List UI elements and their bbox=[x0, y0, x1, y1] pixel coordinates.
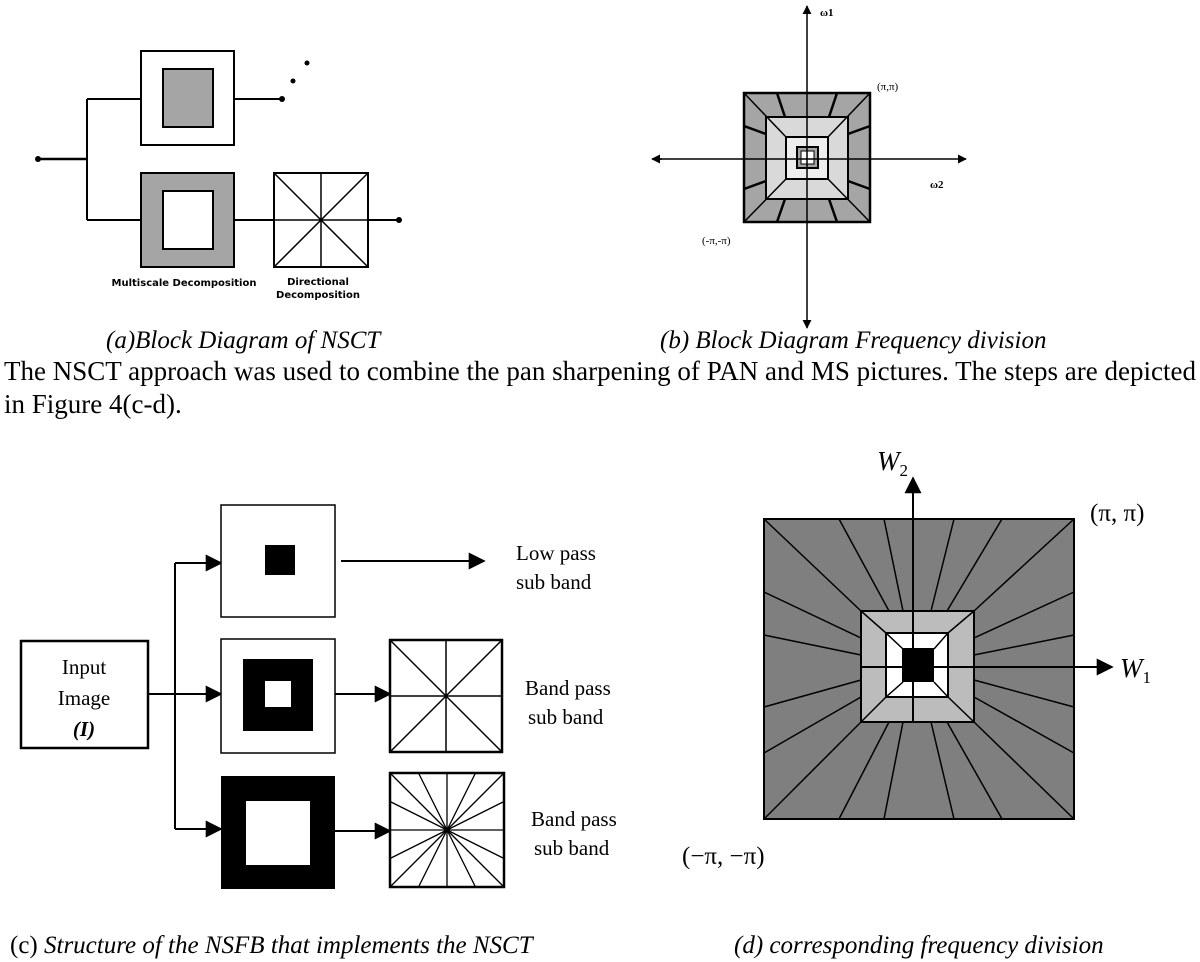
diagram-a: Multiscale Decomposition Directional Dec… bbox=[35, 50, 402, 354]
input-label-1: Input bbox=[62, 655, 106, 679]
directional-box bbox=[273, 172, 369, 268]
input-label-3: (I) bbox=[73, 717, 95, 741]
diagram-b: ω1 ω2 (π,π) (-π,-π) (b) Block Diagram Fr… bbox=[651, 5, 1046, 354]
upper-filter-inner bbox=[162, 68, 214, 128]
directional-filter-16 bbox=[388, 771, 506, 889]
caption-c-prefix: (c) bbox=[10, 932, 44, 959]
axis-label-w2-base: W bbox=[877, 446, 902, 476]
bandpass-filter-hole-1 bbox=[265, 681, 291, 707]
continuation-dot-2 bbox=[290, 78, 296, 84]
axis-label-w1: W1 bbox=[1120, 653, 1151, 687]
directional-label-1: Directional bbox=[287, 277, 349, 288]
axis-label-w2-sub: 2 bbox=[900, 461, 909, 480]
lowpass-core bbox=[902, 648, 934, 682]
lowpass-label-2: sub band bbox=[516, 570, 592, 594]
caption-a: (a)Block Diagram of NSCT bbox=[106, 327, 382, 354]
bandpass-label-2a: Band pass bbox=[531, 807, 617, 831]
continuation-dot-1 bbox=[279, 96, 285, 102]
axis-label-w1-sub: 1 bbox=[1143, 668, 1152, 687]
multiscale-label: Multiscale Decomposition bbox=[112, 278, 257, 289]
directional-filter-8 bbox=[388, 638, 504, 754]
caption-c-text: Structure of the NSFB that implements th… bbox=[44, 932, 535, 959]
bandpass-label-1a: Band pass bbox=[525, 676, 611, 700]
axis-label-w2: ω2 bbox=[930, 179, 944, 191]
input-label-2: Image bbox=[58, 686, 110, 710]
corner-label-neg-pi: (−π, −π) bbox=[682, 843, 765, 870]
diagram-d: W2 W1 (π, π) (−π, −π) (d) corresponding … bbox=[682, 446, 1151, 959]
axis-label-w2: W2 bbox=[877, 446, 908, 480]
body-paragraph: The NSCT approach was used to combine th… bbox=[4, 356, 1196, 419]
lowpass-filter-core bbox=[265, 545, 295, 575]
multiscale-inner bbox=[162, 190, 214, 250]
lowpass-label-1: Low pass bbox=[516, 541, 596, 565]
diagram-c: Input Image (I) bbox=[10, 504, 617, 959]
diagonal-dividers bbox=[743, 92, 871, 223]
outer-direction-lines bbox=[763, 518, 1075, 820]
bandpass-filter-hole-2 bbox=[246, 801, 310, 865]
middle-diagonals bbox=[860, 610, 975, 723]
bandpass-label-1b: sub band bbox=[528, 705, 604, 729]
bandpass-label-2b: sub band bbox=[534, 836, 610, 860]
directional-label-2: Decomposition bbox=[276, 290, 360, 301]
output-node bbox=[396, 217, 402, 223]
caption-b: (b) Block Diagram Frequency division bbox=[660, 327, 1046, 354]
continuation-dot-3 bbox=[304, 60, 310, 66]
outer-ticks bbox=[743, 92, 871, 223]
caption-c: (c) Structure of the NSFB that implement… bbox=[10, 932, 535, 959]
caption-d: (d) corresponding frequency division bbox=[734, 932, 1104, 959]
axis-label-w1-base: W bbox=[1120, 653, 1145, 683]
corner-label-neg-pi: (-π,-π) bbox=[702, 235, 731, 247]
corner-label-pi-pi: (π, π) bbox=[1090, 500, 1144, 527]
axis-label-w1: ω1 bbox=[820, 7, 834, 19]
corner-label-pi-pi: (π,π) bbox=[877, 81, 899, 93]
inner-diagonals bbox=[885, 632, 949, 698]
